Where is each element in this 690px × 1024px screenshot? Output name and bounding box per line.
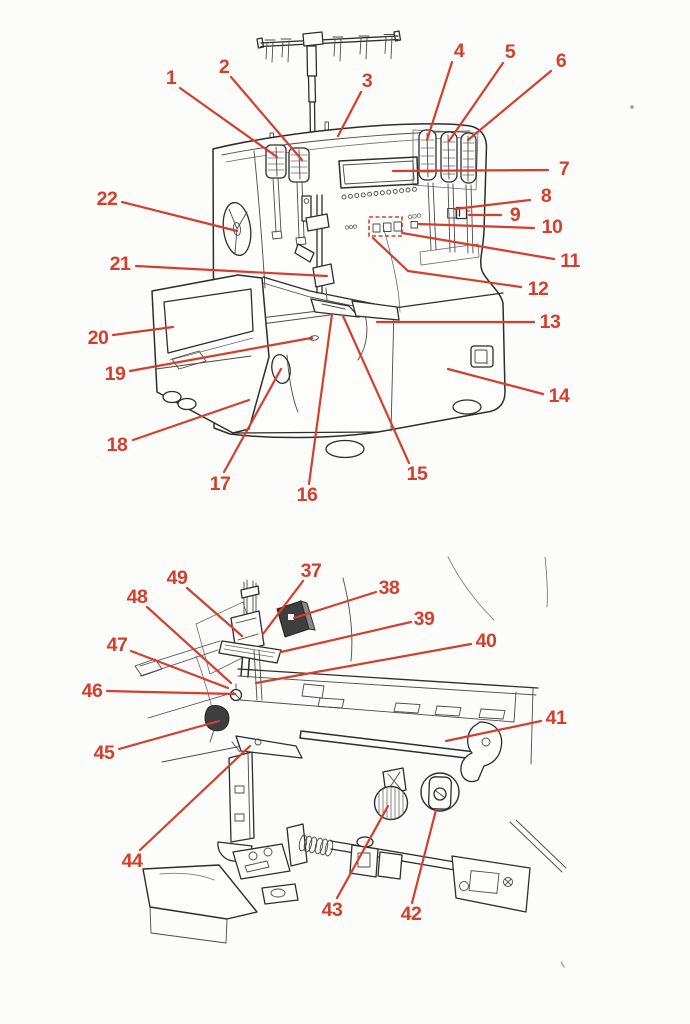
callout-number-45: 45 xyxy=(94,742,115,764)
callout-number-13: 13 xyxy=(540,311,561,333)
leader-line-16 xyxy=(307,312,334,486)
callout-number-21: 21 xyxy=(110,253,131,275)
callout-number-41: 41 xyxy=(546,707,567,729)
callout-number-1: 1 xyxy=(166,67,177,89)
slotted-panel xyxy=(237,668,539,765)
release-lever-knob xyxy=(204,705,230,732)
leader-line-22 xyxy=(120,200,239,233)
needle-assembly xyxy=(294,194,400,321)
leader-line-7 xyxy=(391,168,550,173)
spool-holders xyxy=(264,34,395,63)
callout-number-15: 15 xyxy=(407,463,428,485)
leader-line-46 xyxy=(105,689,237,696)
leader-line-39 xyxy=(279,620,413,654)
stitch-length-knob xyxy=(373,767,409,821)
spring-shaft xyxy=(286,823,456,880)
callout-number-11: 11 xyxy=(560,250,580,272)
callout-number-42: 42 xyxy=(401,903,422,925)
leader-line-4 xyxy=(425,60,454,142)
stitch-plate xyxy=(232,843,291,880)
leader-line-8 xyxy=(453,198,532,211)
needle-set-screw xyxy=(229,683,243,702)
callout-number-43: 43 xyxy=(322,899,343,921)
leader-line-3 xyxy=(336,90,363,138)
cover-window xyxy=(163,288,254,354)
highlight-dashed-box xyxy=(368,216,403,237)
leader-line-10 xyxy=(416,222,536,230)
front-bar xyxy=(299,721,503,783)
callouts-looper-closeup: 37 38 39 40 41 42 43 44 45 46 47 48 49 xyxy=(82,560,568,925)
machine-overview-illustration xyxy=(151,30,506,459)
leader-line-15 xyxy=(341,314,411,465)
needle-bar xyxy=(230,579,265,678)
callout-number-17: 17 xyxy=(210,473,231,495)
callout-number-18: 18 xyxy=(107,434,128,456)
callout-number-3: 3 xyxy=(362,70,373,92)
leader-line-38 xyxy=(292,590,378,620)
leader-line-18 xyxy=(131,398,251,442)
callout-number-5: 5 xyxy=(505,41,516,63)
callout-number-22: 22 xyxy=(97,188,118,210)
leader-line-21 xyxy=(134,264,329,278)
scan-speck xyxy=(630,105,634,109)
leader-line-43 xyxy=(335,804,390,900)
leader-line-42 xyxy=(410,808,438,905)
looper-closeup-illustration xyxy=(134,556,567,944)
callout-number-46: 46 xyxy=(82,680,103,702)
leader-line-45 xyxy=(117,719,221,751)
callout-number-37: 37 xyxy=(301,560,322,582)
leader-line-1 xyxy=(178,86,279,159)
presser-foot-closeup xyxy=(235,735,303,759)
callout-number-47: 47 xyxy=(107,634,128,656)
callout-number-4: 4 xyxy=(454,40,465,62)
leader-line-37 xyxy=(261,579,305,636)
leader-line-12 xyxy=(371,236,523,289)
door-grip-hole xyxy=(271,353,291,385)
leader-line-48 xyxy=(145,605,233,685)
callout-number-2: 2 xyxy=(219,56,230,78)
callout-number-16: 16 xyxy=(297,484,318,506)
leader-line-5 xyxy=(447,61,505,143)
callout-number-19: 19 xyxy=(105,363,126,385)
button-row xyxy=(341,186,417,200)
callout-number-14: 14 xyxy=(549,385,570,407)
leader-line-14 xyxy=(446,367,545,396)
callout-number-8: 8 xyxy=(541,185,552,207)
leader-line-44 xyxy=(138,744,252,852)
leader-line-47 xyxy=(129,649,230,690)
leader-line-6 xyxy=(466,69,553,142)
leader-line-49 xyxy=(185,586,244,638)
callout-number-20: 20 xyxy=(88,327,109,349)
callout-number-48: 48 xyxy=(127,586,148,608)
leader-line-19 xyxy=(128,336,313,373)
presser-foot xyxy=(310,298,360,318)
callout-number-12: 12 xyxy=(528,278,549,300)
scan-speck xyxy=(560,961,566,968)
leader-line-41 xyxy=(444,719,543,743)
needle-clamp-housing xyxy=(276,600,316,638)
side-latch xyxy=(470,345,494,368)
front-covers xyxy=(151,274,270,434)
callout-number-38: 38 xyxy=(379,577,400,599)
leader-line-17 xyxy=(222,367,283,474)
callout-number-9: 9 xyxy=(510,204,521,226)
leader-line-11 xyxy=(400,231,556,261)
right-clamp-assembly xyxy=(451,819,567,913)
callout-number-10: 10 xyxy=(542,216,563,238)
callout-number-6: 6 xyxy=(556,50,567,72)
leader-line-2 xyxy=(229,75,304,162)
leader-line-40 xyxy=(254,642,473,685)
differential-feed-knob xyxy=(420,772,460,812)
callout-number-7: 7 xyxy=(559,158,569,180)
callout-number-44: 44 xyxy=(122,850,143,872)
control-cluster xyxy=(344,206,471,237)
callout-number-39: 39 xyxy=(414,608,435,630)
lcd-display xyxy=(338,156,419,189)
leader-line-20 xyxy=(111,325,175,337)
callout-number-49: 49 xyxy=(167,567,188,589)
callout-number-40: 40 xyxy=(476,630,497,652)
